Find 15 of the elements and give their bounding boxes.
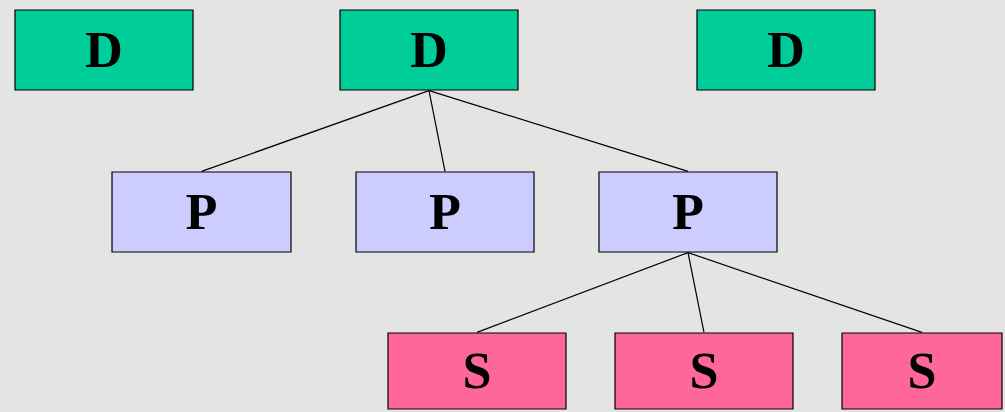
letter-box: P xyxy=(355,171,535,253)
letter-box: S xyxy=(841,332,1003,410)
letter-box: D xyxy=(696,9,876,91)
letter-box: D xyxy=(339,9,519,91)
connector-line xyxy=(428,90,689,172)
letter-box: P xyxy=(111,171,292,253)
letter-box: D xyxy=(14,9,194,91)
letter-box: S xyxy=(614,332,794,410)
letter-box: P xyxy=(598,171,778,253)
connector-line xyxy=(687,252,705,333)
connector-line xyxy=(200,90,430,172)
connector-line xyxy=(428,90,446,172)
connector-line xyxy=(687,252,923,333)
connector-line xyxy=(476,252,689,333)
letter-box: S xyxy=(387,332,567,410)
